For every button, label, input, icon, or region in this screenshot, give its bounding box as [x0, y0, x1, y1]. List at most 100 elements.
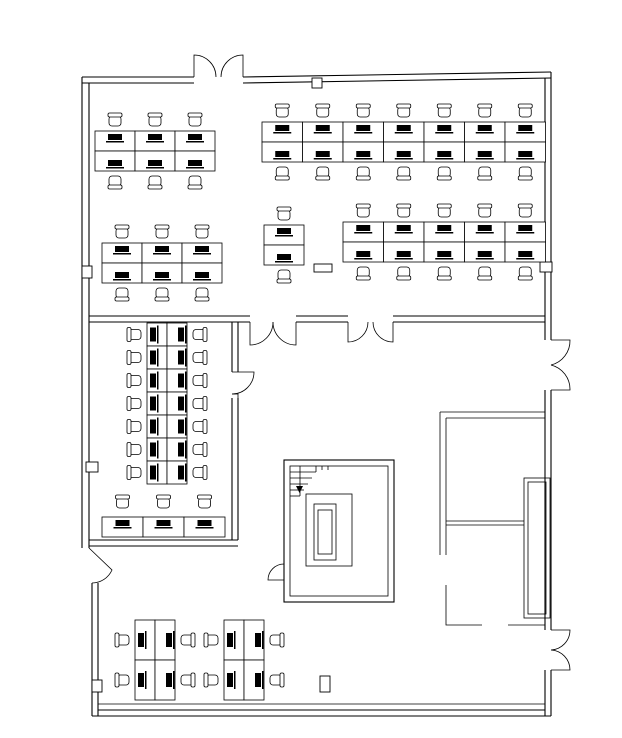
chair-back [126, 396, 132, 411]
chair-back [436, 175, 452, 181]
computer-icon [516, 151, 535, 160]
chair-back [114, 296, 130, 302]
computer-icon [195, 520, 214, 529]
chair-seat [157, 497, 170, 509]
computer-icon [516, 125, 535, 134]
computer-icon [435, 225, 454, 234]
computer-icon [146, 160, 164, 169]
chair-seat [356, 206, 370, 218]
chair-seat [437, 266, 451, 278]
chair [276, 206, 292, 221]
chair-back [477, 203, 493, 209]
desk [243, 659, 265, 701]
chair [114, 632, 130, 648]
computer-icon [178, 463, 187, 482]
chair-back [197, 494, 212, 500]
chair [203, 632, 219, 648]
chair-seat [518, 166, 532, 178]
chair [154, 287, 170, 302]
chair-back [396, 103, 412, 109]
chair [355, 166, 371, 181]
chair [477, 203, 493, 218]
chair [192, 419, 208, 434]
chair [269, 672, 285, 688]
chair [126, 396, 142, 411]
chair [315, 103, 331, 118]
chair [477, 266, 493, 281]
chair [192, 442, 208, 457]
door [550, 364, 571, 391]
chair [114, 672, 130, 688]
chair [192, 396, 208, 411]
chair [436, 203, 452, 218]
computer-icon [313, 151, 332, 160]
chair-seat [115, 287, 129, 299]
chair-back [126, 373, 132, 388]
chair [187, 175, 203, 190]
chair-seat [148, 115, 162, 127]
chair-back [126, 350, 132, 365]
chair-seat [478, 206, 492, 218]
chair-back [154, 224, 170, 230]
chair-back [202, 350, 208, 365]
chair-seat [195, 227, 209, 239]
door [272, 321, 297, 346]
computer-icon [354, 125, 373, 134]
chair-seat [518, 106, 532, 118]
computer-icon [166, 671, 175, 689]
computer-icon [150, 394, 159, 413]
chair-back [202, 465, 208, 480]
computer-icon [394, 125, 413, 134]
chair-back [194, 296, 210, 302]
chair [147, 175, 163, 190]
computer-icon [186, 160, 204, 169]
chair [126, 373, 142, 388]
column [85, 461, 99, 473]
chair-back [396, 275, 412, 281]
computer-icon [354, 225, 373, 234]
chair [274, 166, 290, 181]
chair [180, 672, 196, 688]
chair-back [315, 103, 331, 109]
chair-back [114, 224, 130, 230]
chair-back [276, 278, 292, 284]
computer-icon [150, 325, 159, 344]
chair-seat [437, 106, 451, 118]
door [249, 321, 274, 346]
chair [517, 166, 533, 181]
chair [396, 103, 412, 118]
chair-back [203, 672, 209, 688]
chair [194, 287, 210, 302]
computer-icon [153, 246, 171, 255]
computer-icon [273, 151, 292, 160]
computer-icon [354, 251, 373, 260]
computer-icon [113, 272, 131, 281]
chair-back [154, 296, 170, 302]
chair-back [436, 103, 452, 109]
main-entrance-door-left [193, 54, 217, 78]
chair [517, 266, 533, 281]
chair [180, 632, 196, 648]
computer-icon [475, 251, 494, 260]
chair [126, 419, 142, 434]
chair-back [274, 175, 290, 181]
chair-back [396, 175, 412, 181]
column [81, 265, 93, 279]
chair-back [436, 275, 452, 281]
chair-back [147, 112, 163, 118]
chair-back [436, 203, 452, 209]
computer-icon [475, 125, 494, 134]
chair [396, 166, 412, 181]
computer-icon [394, 151, 413, 160]
computer-icon [435, 151, 454, 160]
computer-icon [475, 225, 494, 234]
chair-seat [397, 166, 411, 178]
chair-back [202, 373, 208, 388]
chair-back [279, 632, 285, 648]
chair-seat [277, 269, 291, 281]
chair [197, 494, 212, 509]
chair-seat [116, 497, 129, 509]
door [231, 371, 255, 395]
stair-direction-arrow-icon [296, 486, 303, 493]
computer-icon [178, 394, 187, 413]
